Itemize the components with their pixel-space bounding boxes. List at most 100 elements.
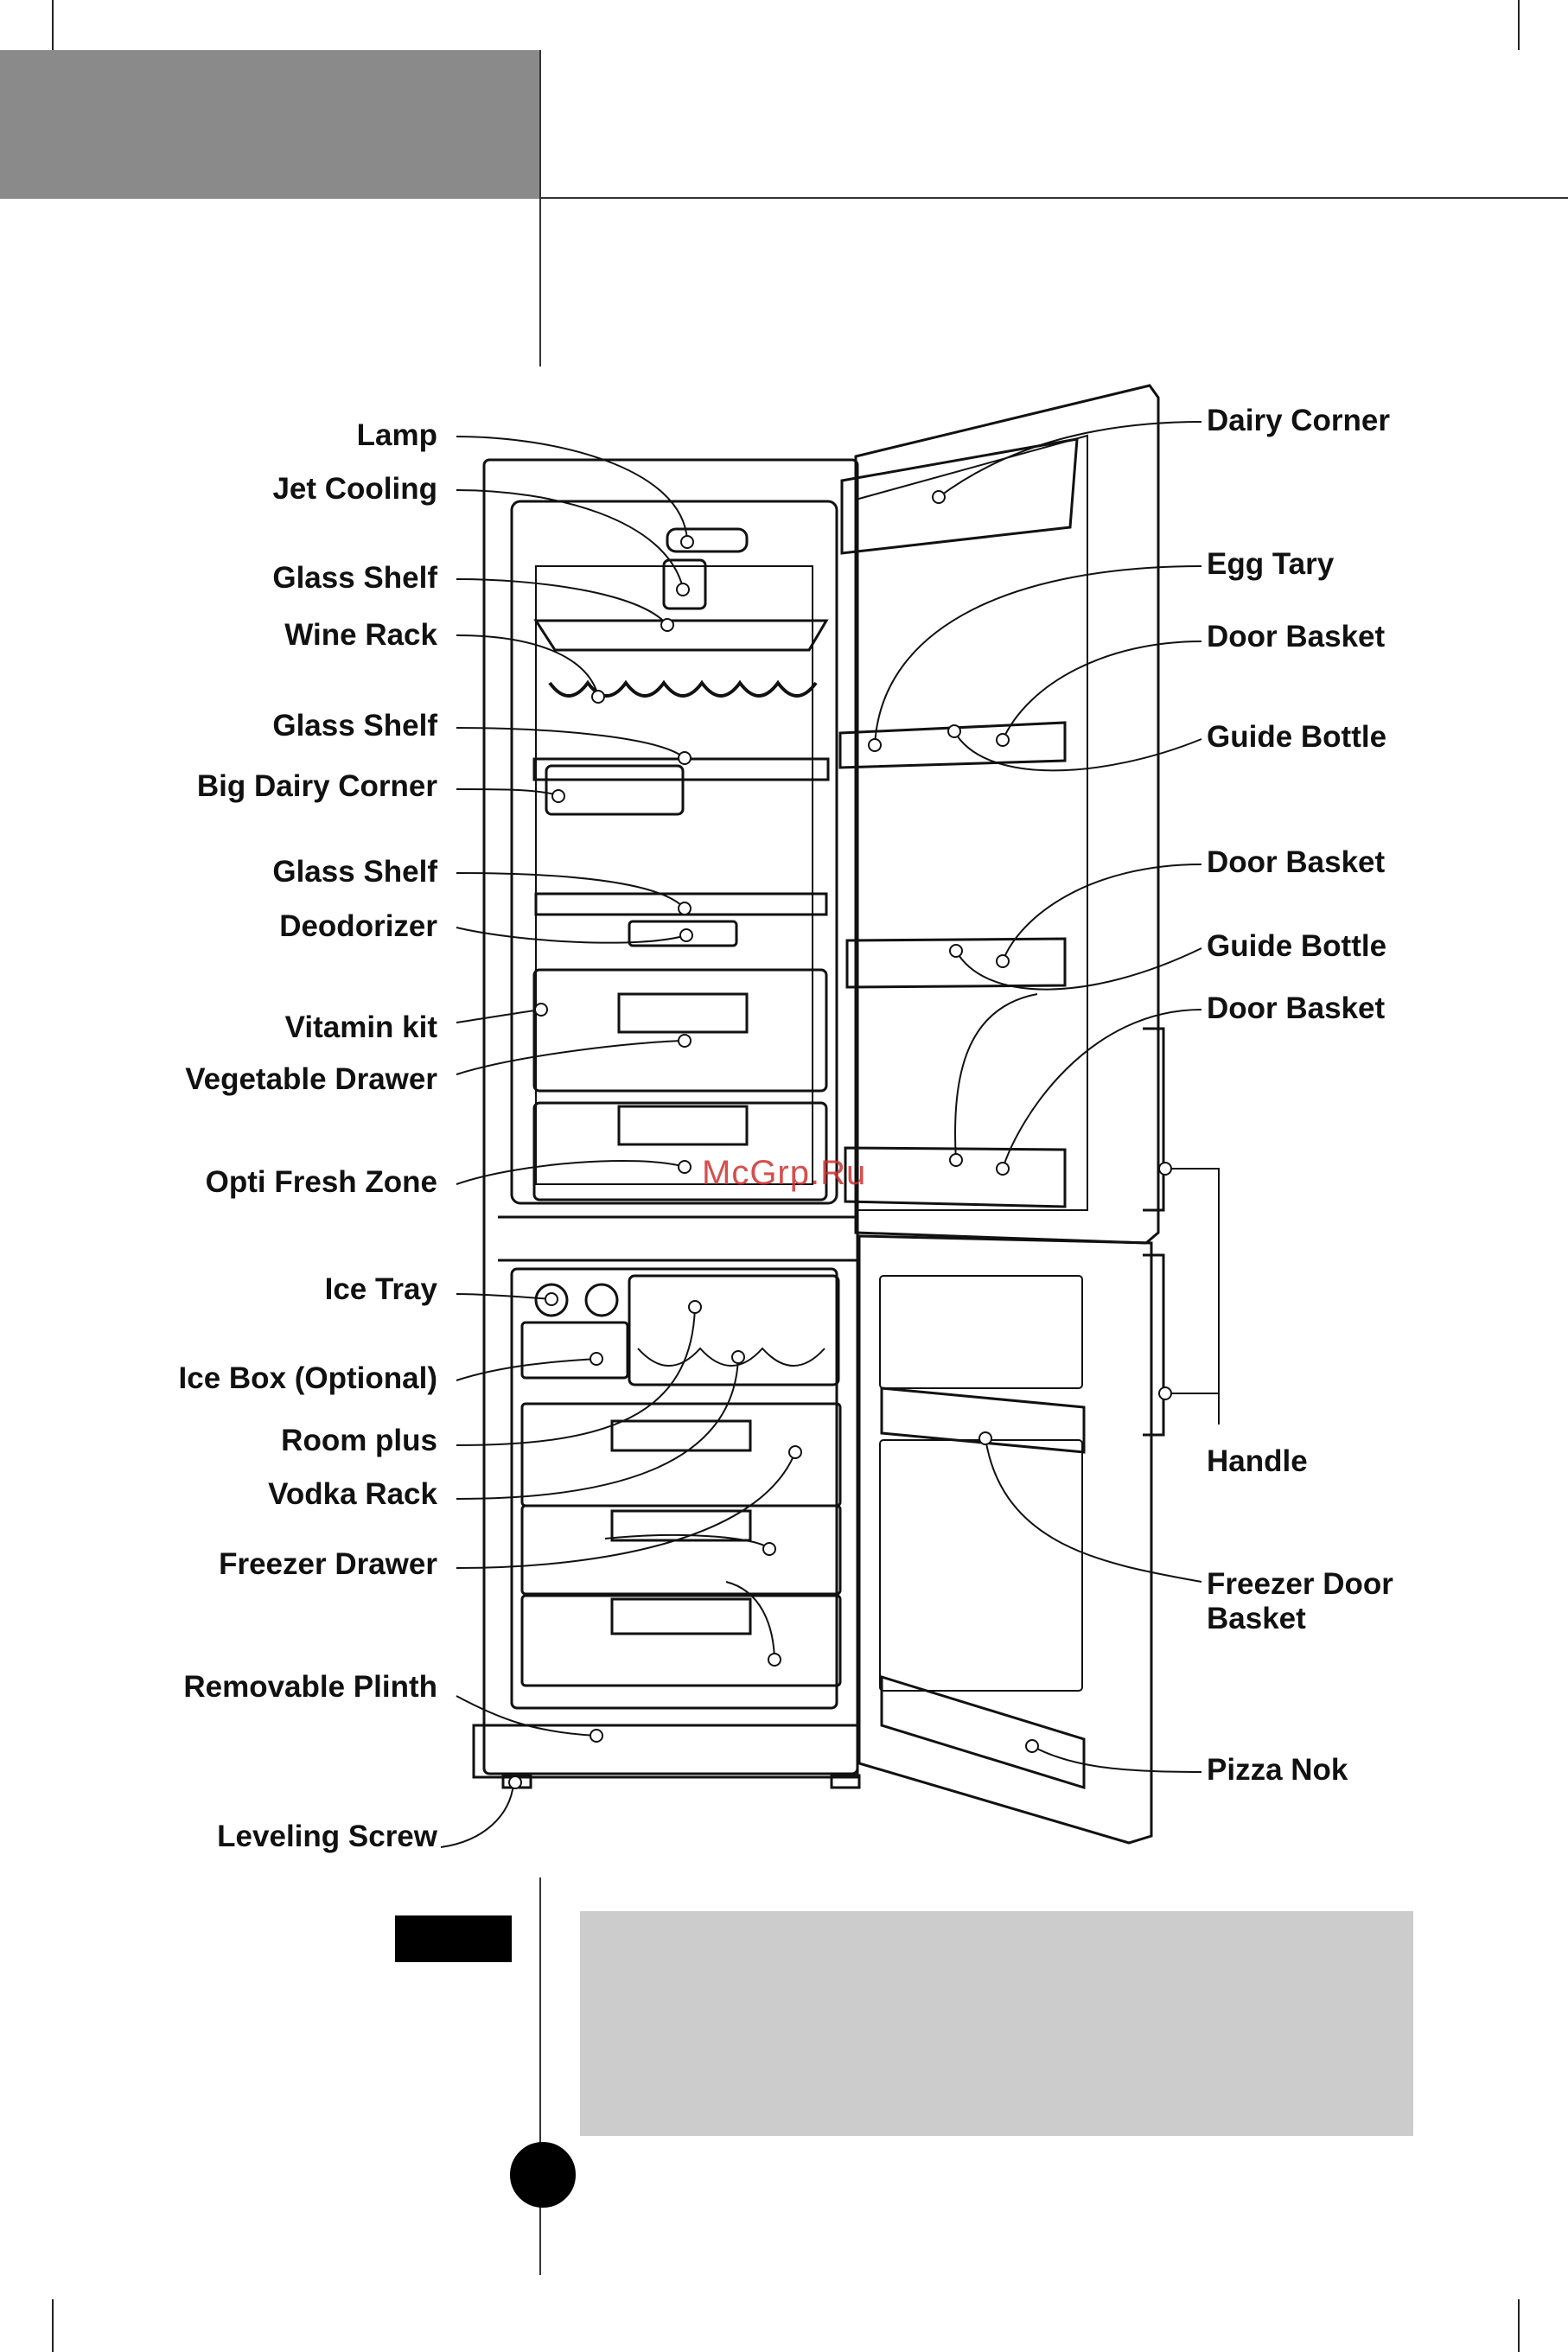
leader-wine-rack xyxy=(456,634,599,697)
fridge-door xyxy=(854,384,1160,1245)
leader-vegetable-drawer xyxy=(456,1040,685,1075)
label-removable-plinth: Removable Plinth xyxy=(183,1670,437,1704)
leader-freezer-drawer-2 xyxy=(604,1533,770,1550)
header-gray-block xyxy=(0,50,541,199)
label-door-basket-1: Door Basket xyxy=(1207,620,1386,653)
dot-glass-shelf-1 xyxy=(660,618,674,632)
dot-room-plus xyxy=(688,1300,702,1314)
dot-big-dairy-corner xyxy=(551,789,565,803)
label-jet-cooling: Jet Cooling xyxy=(272,472,437,506)
door-basket-1 xyxy=(838,721,1067,769)
leader-ice-box xyxy=(456,1358,597,1381)
dot-ice-box xyxy=(590,1352,603,1366)
jet-cooling-vent xyxy=(662,558,707,610)
label-lamp: Lamp xyxy=(356,418,437,452)
leader-glass-shelf-1 xyxy=(456,578,668,626)
label-freezer-door-basket: Basket xyxy=(1207,1602,1306,1635)
label-leveling-screw: Leveling Screw xyxy=(217,1820,437,1853)
freezer-door-basket xyxy=(880,1386,1086,1454)
label-freezer-door: Freezer Door xyxy=(1207,1567,1393,1601)
dot-handle-bottom xyxy=(1158,1386,1172,1400)
ice-tray-knob-2 xyxy=(584,1283,619,1317)
note-gray-box xyxy=(580,1911,1413,2136)
leader-vitamin-kit xyxy=(456,1009,542,1023)
dot-door-basket-1 xyxy=(996,733,1010,747)
fridge-interior xyxy=(510,500,838,1205)
opti-fresh-zone xyxy=(532,1101,828,1201)
dot-guide-bottle-2 xyxy=(949,944,963,958)
leader-door-basket-2 xyxy=(1002,864,1202,962)
dot-opti-fresh-zone xyxy=(678,1160,692,1174)
deodorizer xyxy=(628,920,738,947)
leader-room-plus xyxy=(456,1306,696,1446)
lamp-housing xyxy=(666,527,749,553)
leader-glass-shelf-3 xyxy=(456,872,685,909)
opti-fresh-panel xyxy=(617,1105,749,1146)
dot-pizza-nok xyxy=(1025,1739,1039,1753)
dot-jet-cooling xyxy=(676,583,690,596)
crop-mark-bottom-left xyxy=(52,2299,54,2352)
leader-freezer-door-basket xyxy=(985,1437,1202,1583)
freezer-drawer-2 xyxy=(520,1504,842,1596)
dot-ice-tray xyxy=(545,1292,558,1306)
ice-box xyxy=(520,1321,629,1380)
label-vodka-rack: Vodka Rack xyxy=(268,1477,437,1511)
dot-leveling-screw xyxy=(508,1775,522,1789)
dot-freezer-door-basket xyxy=(978,1431,992,1445)
dot-handle-top xyxy=(1158,1162,1172,1176)
freezer-door xyxy=(857,1234,1153,1845)
pizza-nok xyxy=(880,1674,1086,1790)
note-black-tab xyxy=(395,1915,512,1962)
dot-deodorizer xyxy=(679,928,693,942)
dot-freezer-drawer-1 xyxy=(788,1445,802,1459)
glass-shelf-2 xyxy=(532,757,830,781)
fridge-interior-back xyxy=(535,565,813,1185)
leader-freezer-drawer-3 xyxy=(725,1581,775,1660)
cabinet-body xyxy=(482,458,859,1775)
leader-deodorizer xyxy=(456,927,687,944)
dot-egg-tary xyxy=(868,738,882,752)
vegetable-drawer-front xyxy=(617,992,749,1034)
label-glass-shelf-2: Glass Shelf xyxy=(272,709,437,743)
crop-mark-top-left xyxy=(52,0,54,50)
leader-jet-cooling xyxy=(456,489,684,589)
label-vitamin-kit: Vitamin kit xyxy=(284,1010,437,1044)
door-basket-2 xyxy=(845,937,1067,989)
room-plus xyxy=(628,1274,840,1386)
leader-handle xyxy=(1165,1168,1220,1425)
freezer-drawer-2-front xyxy=(610,1509,752,1542)
label-opti-fresh-zone: Opti Fresh Zone xyxy=(205,1165,437,1199)
dot-lamp xyxy=(680,535,694,549)
leader-lamp xyxy=(456,436,688,541)
label-ice-tray: Ice Tray xyxy=(324,1272,437,1306)
dairy-corner-shelf xyxy=(840,437,1079,555)
leader-guide-bottle-2 xyxy=(955,947,1202,991)
label-guide-bottle-1: Guide Bottle xyxy=(1207,720,1387,754)
label-ice-box: Ice Box (Optional) xyxy=(178,1361,437,1395)
label-pizza-nok: Pizza Nok xyxy=(1207,1753,1348,1787)
leader-leveling-screw xyxy=(440,1783,514,1848)
leader-freezer-drawer xyxy=(456,1451,796,1569)
label-deodorizer: Deodorizer xyxy=(279,909,437,943)
header-vertical-rule xyxy=(539,50,541,367)
label-dairy-corner: Dairy Corner xyxy=(1207,404,1391,437)
label-handle: Handle xyxy=(1207,1444,1308,1478)
crop-mark-top-right xyxy=(1518,0,1520,50)
freezer-door-window-top xyxy=(879,1275,1083,1389)
label-glass-shelf-3: Glass Shelf xyxy=(272,855,437,889)
dot-dairy-corner xyxy=(932,490,946,504)
freezer-drawer-3 xyxy=(520,1594,842,1687)
label-freezer-drawer: Freezer Drawer xyxy=(219,1547,437,1581)
removable-plinth xyxy=(472,1724,859,1779)
leader-egg-tary xyxy=(874,565,1202,746)
fridge-door-inner xyxy=(855,434,1088,1211)
label-room-plus: Room plus xyxy=(281,1424,437,1457)
freezer-door-window-bottom xyxy=(879,1439,1083,1692)
label-vegetable-drawer: Vegetable Drawer xyxy=(185,1062,437,1096)
leader-ice-tray xyxy=(456,1293,552,1300)
dot-door-basket-3 xyxy=(996,1162,1010,1176)
leader-removable-plinth xyxy=(456,1695,597,1737)
leader-guide-bottle-1 xyxy=(953,730,1202,772)
dot-vitamin-kit xyxy=(534,1003,548,1017)
label-egg-tary: Egg Tary xyxy=(1207,547,1335,581)
